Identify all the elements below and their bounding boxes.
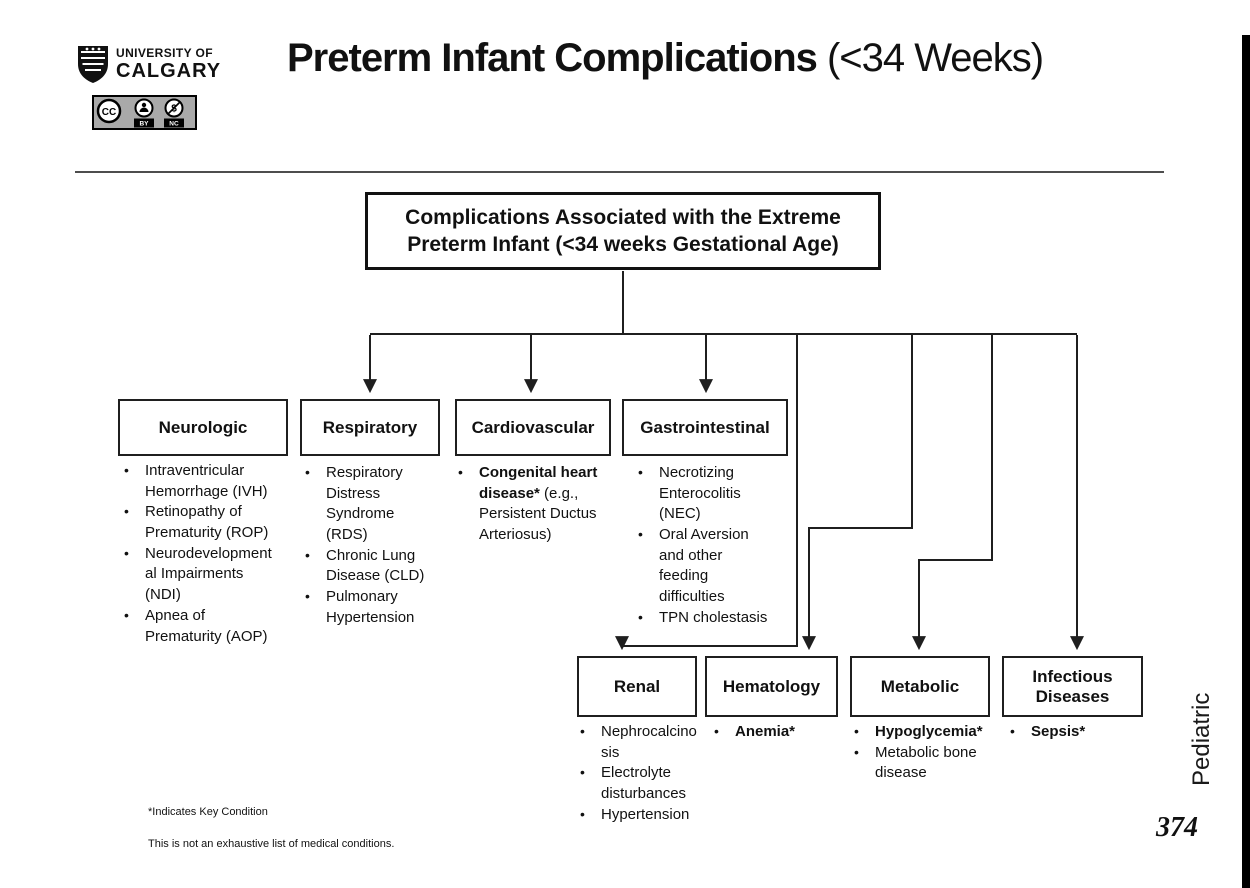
bullet-item: • Hypoglycemia*	[852, 722, 995, 743]
university-logo: UNIVERSITY OF CALGARY	[76, 44, 221, 84]
bullet-text: Nephrocalcinosis	[601, 723, 697, 761]
bullet-item: • Sepsis*	[1008, 722, 1136, 743]
bullet-marker: •	[638, 608, 643, 625]
section-label-pediatric: Pediatric	[1188, 692, 1215, 786]
connector-to-renal	[615, 335, 798, 651]
bullet-text: Congenital heart disease* (e.g., Persist…	[479, 464, 598, 544]
university-name-bottom: CALGARY	[116, 60, 222, 82]
bullet-marker: •	[305, 588, 310, 605]
bullet-list-neurologic: • Intraventricular Hemorrhage (IVH) • Retin…	[122, 461, 274, 647]
bullet-marker: •	[124, 544, 129, 561]
category-box-respiratory: Respiratory	[300, 399, 440, 456]
bullet-item: • Hypertension	[578, 805, 700, 826]
bullet-text: TPN cholestasis	[659, 608, 768, 626]
bullet-text: Chronic Lung Disease (CLD)	[326, 546, 425, 585]
page-title-bold: Preterm Infant Complications	[287, 36, 818, 80]
bullet-text: Oral Aversion and other feeding difficul…	[659, 526, 749, 606]
bullet-marker: •	[1010, 723, 1015, 739]
bullet-list-metabolic: • Hypoglycemia* • Metabolic bone disease	[852, 722, 995, 784]
category-box-renal: Renal	[577, 656, 697, 717]
svg-text:$: $	[171, 104, 177, 115]
bullet-text: Hypertension	[601, 805, 690, 823]
bullet-marker: •	[580, 723, 585, 739]
bullet-text: Electrolyte disturbances	[601, 764, 687, 803]
bullet-item: • Anemia*	[712, 722, 832, 743]
bullet-text: Hypoglycemia*	[875, 723, 983, 740]
category-box-metabolic: Metabolic	[850, 656, 990, 717]
bullet-item: • Pulmonary Hypertension	[303, 587, 427, 628]
bullet-marker: •	[854, 723, 859, 739]
header-divider	[75, 171, 1164, 173]
bullet-text: Retinopathy of Prematurity (ROP)	[145, 503, 269, 542]
bullet-item: • Metabolic bone disease	[852, 743, 995, 784]
cc-by-nc-license-icon: CC BY $ NC	[92, 95, 197, 130]
bullet-marker: •	[638, 464, 643, 480]
category-box-hematology: Hematology	[705, 656, 838, 717]
bullet-marker: •	[458, 464, 463, 480]
bullet-marker: •	[714, 723, 719, 739]
bullet-item: • Respiratory Distress Syndrome (RDS)	[303, 463, 427, 546]
category-box-gastrointestinal: Gastrointestinal	[622, 399, 788, 456]
bullet-item: • Oral Aversion and other feeding difficu…	[636, 525, 773, 608]
bullet-marker: •	[580, 764, 585, 781]
bullet-list-gastrointestinal: • Necrotizing Enterocolitis (NEC) • Oral Av…	[636, 463, 773, 629]
university-crest-icon	[78, 46, 108, 83]
bullet-item: • Intraventricular Hemorrhage (IVH)	[122, 461, 274, 502]
bullet-marker: •	[305, 546, 310, 563]
bullet-marker: •	[124, 606, 129, 623]
page-title-regular: (<34 Weeks)	[816, 36, 1044, 80]
bullet-marker: •	[580, 805, 585, 822]
bullet-item: • Apnea of Prematurity (AOP)	[122, 606, 274, 647]
bullet-item: • Chronic Lung Disease (CLD)	[303, 546, 427, 587]
category-box-neurologic: Neurologic	[118, 399, 288, 456]
bullet-list-infectious-diseases: • Sepsis*	[1008, 722, 1136, 743]
svg-text:BY: BY	[139, 121, 149, 128]
page-title: Preterm Infant Complications (<34 Weeks)	[287, 36, 1057, 80]
page-number: 374	[1156, 812, 1198, 843]
disclaimer-note: This is not an exhaustive list of medica…	[148, 838, 395, 850]
bullet-marker: •	[124, 462, 129, 478]
root-node: Complications Associated with the Extrem…	[365, 192, 881, 270]
university-name-top: UNIVERSITY OF	[116, 46, 213, 60]
bullet-item: • Nephrocalcinosis	[578, 722, 700, 763]
category-box-cardiovascular: Cardiovascular	[455, 399, 611, 456]
right-edge-bar	[1242, 35, 1250, 888]
bullet-marker: •	[854, 743, 859, 760]
bullet-marker: •	[638, 526, 643, 543]
bullet-text: Metabolic bone disease	[875, 743, 977, 782]
bullet-list-renal: • Nephrocalcinosis • Electrolyte disturbanc…	[578, 722, 700, 825]
bullet-text: Apnea of Prematurity (AOP)	[145, 606, 268, 645]
bullet-text: Respiratory Distress Syndrome (RDS)	[326, 464, 403, 544]
svg-text:NC: NC	[169, 121, 179, 128]
bullet-text: Anemia*	[735, 723, 796, 740]
bullet-marker: •	[305, 464, 310, 480]
bullet-marker: •	[124, 503, 129, 520]
bullet-item: • TPN cholestasis	[636, 608, 773, 629]
connector-to-metabolic	[912, 335, 993, 651]
bullet-item: • Congenital heart disease* (e.g., Persis…	[456, 463, 608, 546]
bullet-text: Intraventricular Hemorrhage (IVH)	[145, 462, 268, 500]
connector-to-hematology	[802, 335, 913, 651]
bullet-item: • Neurodevelopmental Impairments (NDI)	[122, 544, 274, 606]
svg-text:CC: CC	[102, 107, 116, 118]
bullet-item: • Electrolyte disturbances	[578, 763, 700, 804]
bullet-text: Necrotizing Enterocolitis (NEC)	[659, 464, 741, 523]
category-box-infectious-diseases: Infectious Diseases	[1002, 656, 1143, 717]
bullet-list-cardiovascular: • Congenital heart disease* (e.g., Persis…	[456, 463, 608, 546]
key-condition-note: *Indicates Key Condition	[148, 806, 268, 818]
bullet-text: Sepsis*	[1031, 723, 1086, 740]
bullet-text: Neurodevelopmental Impairments (NDI)	[145, 544, 272, 604]
bullet-list-hematology: • Anemia*	[712, 722, 832, 743]
bullet-list-respiratory: • Respiratory Distress Syndrome (RDS) • Chr…	[303, 463, 427, 629]
bullet-item: • Retinopathy of Prematurity (ROP)	[122, 502, 274, 543]
bullet-text: Pulmonary Hypertension	[326, 588, 415, 626]
bullet-item: • Necrotizing Enterocolitis (NEC)	[636, 463, 773, 525]
